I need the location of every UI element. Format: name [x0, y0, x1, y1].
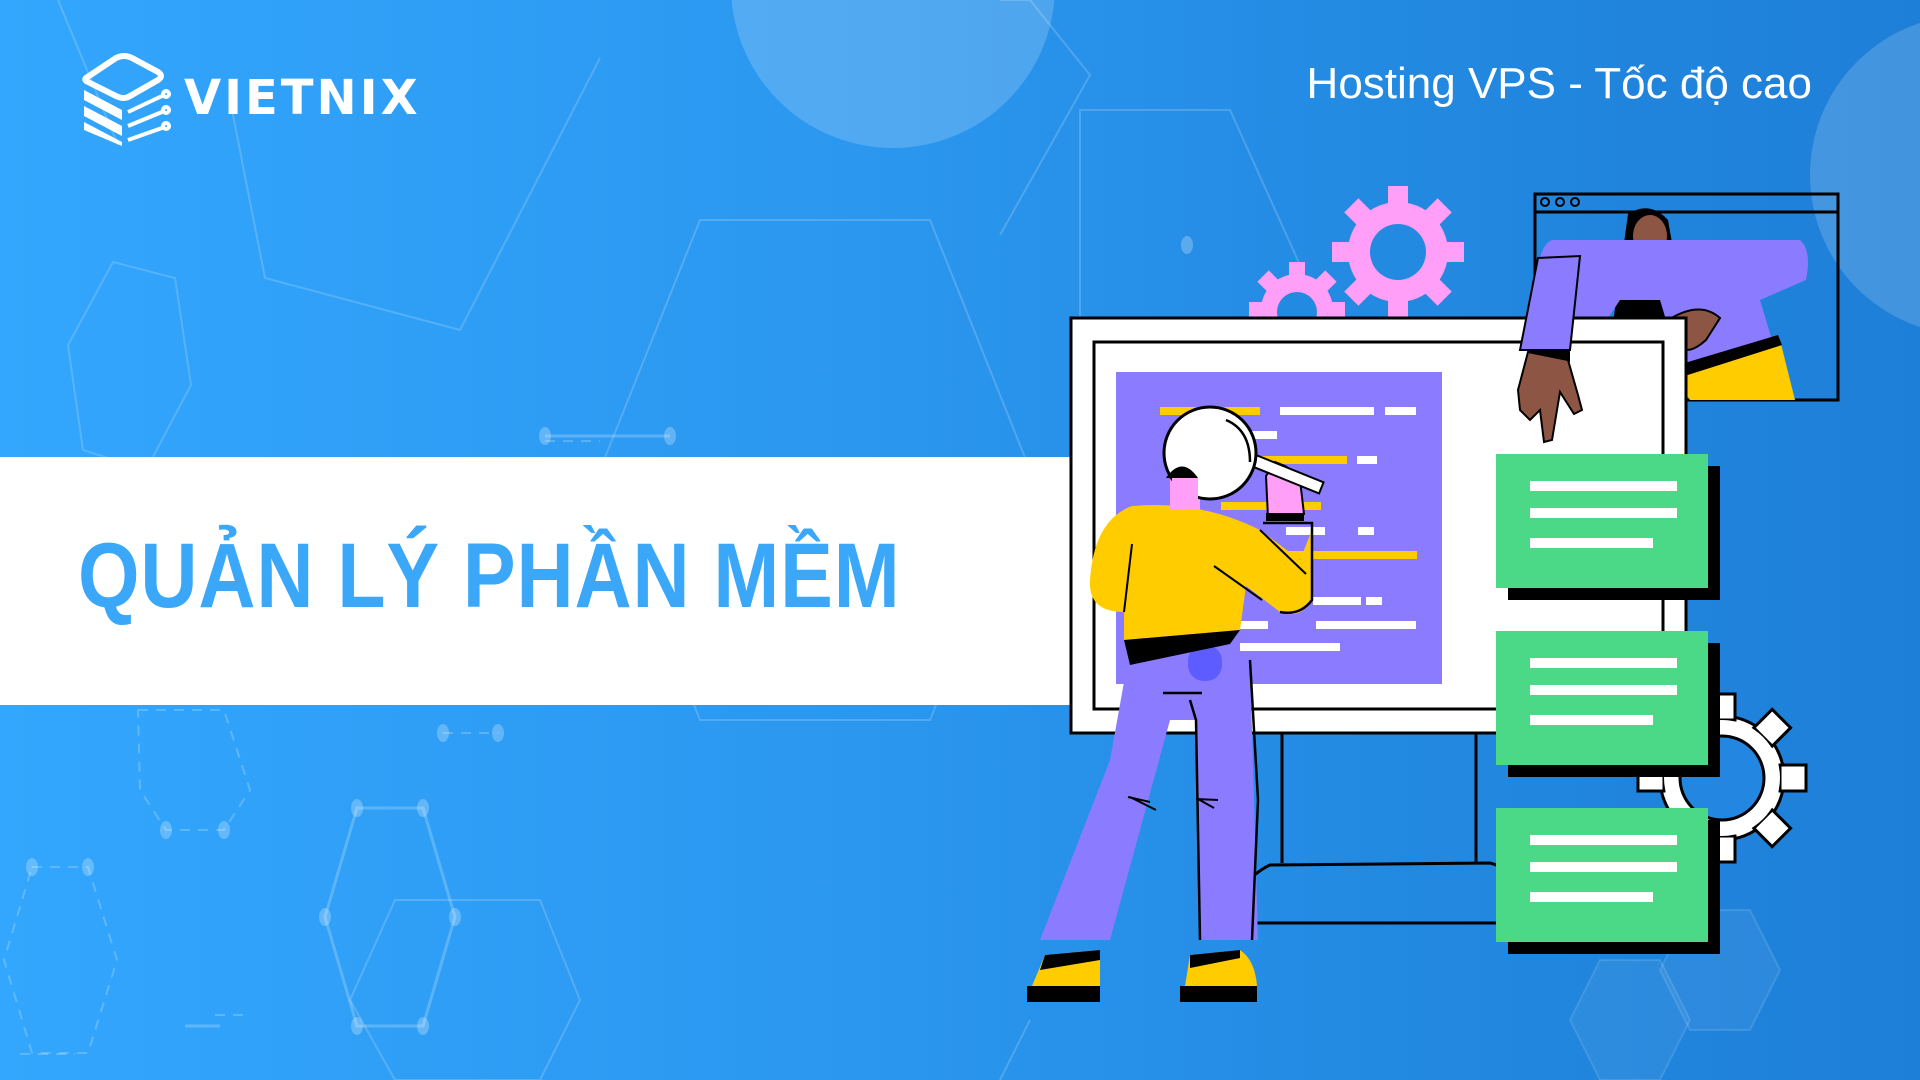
brand-name: VIETNIX	[184, 70, 421, 126]
title-band	[0, 457, 1072, 705]
man-figure	[1027, 405, 1325, 1002]
pointing-hand	[1516, 254, 1584, 444]
page-title: QUẢN LÝ PHẦN MỀM	[78, 525, 901, 627]
task-card	[1496, 808, 1720, 954]
magnifying-glass-icon	[1162, 405, 1325, 502]
stacked-server-circuit-icon	[82, 53, 171, 146]
brand-logo[interactable]: VIETNIX	[80, 50, 421, 146]
gear-icon	[1332, 186, 1464, 318]
task-card	[1496, 454, 1720, 600]
task-card	[1496, 631, 1720, 777]
tagline: Hosting VPS - Tốc độ cao	[1306, 59, 1812, 108]
